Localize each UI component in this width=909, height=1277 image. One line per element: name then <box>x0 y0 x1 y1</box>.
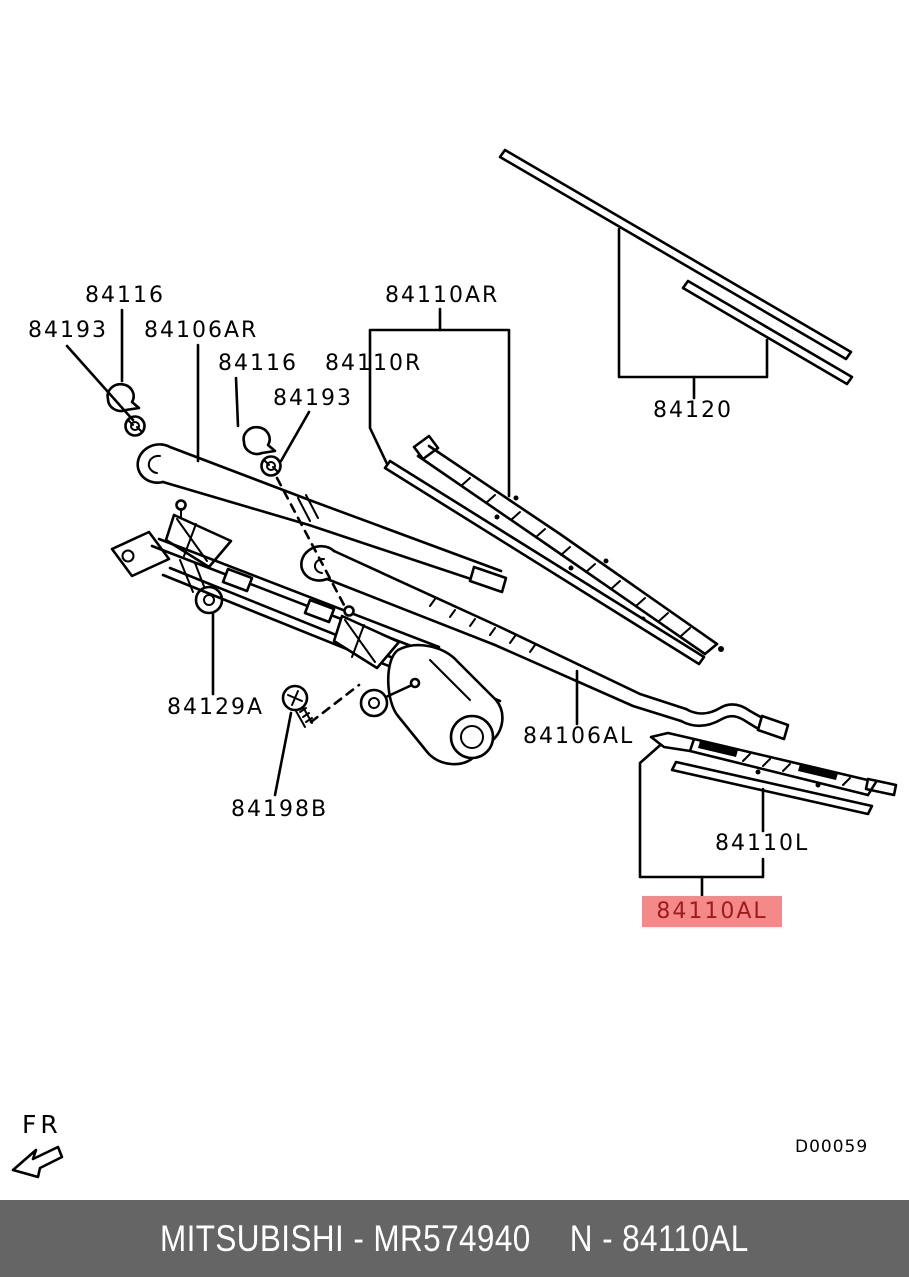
linkage-motor-drawing <box>110 499 504 766</box>
part-label-84110ar[interactable]: 84110AR <box>385 283 500 308</box>
part-label-84120[interactable]: 84120 <box>653 398 733 423</box>
part-label-84110l[interactable]: 84110L <box>715 831 810 856</box>
refill-strips-drawing <box>498 148 854 386</box>
part-label-84110al-highlighted[interactable]: 84110AL <box>642 896 782 927</box>
front-direction-arrow-icon <box>11 1145 64 1179</box>
part-label-84193-1[interactable]: 84193 <box>28 318 108 343</box>
callout-brackets <box>368 227 769 898</box>
part-label-84110r[interactable]: 84110R <box>325 351 423 376</box>
footer-bar: MITSUBISHI - MR574940 N - 84110AL <box>0 1200 909 1277</box>
part-label-84106al[interactable]: 84106AL <box>523 724 635 749</box>
caps-nuts-drawing <box>106 382 282 477</box>
part-label-84116-2[interactable]: 84116 <box>218 351 298 376</box>
part-label-84116-1[interactable]: 84116 <box>85 283 165 308</box>
left-arm-drawing <box>300 544 790 741</box>
part-label-84106ar[interactable]: 84106AR <box>144 318 259 343</box>
right-blade-drawing <box>383 434 724 666</box>
leader-lines <box>65 308 765 833</box>
footer-reference: N - 84110AL <box>569 1217 749 1259</box>
part-label-84129a[interactable]: 84129A <box>167 695 265 720</box>
drawing-code: D00059 <box>795 1137 869 1157</box>
front-direction-label: FR <box>22 1110 62 1139</box>
footer-text: MITSUBISHI - MR574940 N - 84110AL <box>160 1218 749 1260</box>
part-label-84193-2[interactable]: 84193 <box>273 386 353 411</box>
footer-brand-part: MITSUBISHI - MR574940 <box>160 1217 531 1259</box>
right-arm-drawing <box>136 443 508 594</box>
part-label-84198b[interactable]: 84198B <box>231 797 329 822</box>
left-blade-drawing <box>649 731 898 816</box>
